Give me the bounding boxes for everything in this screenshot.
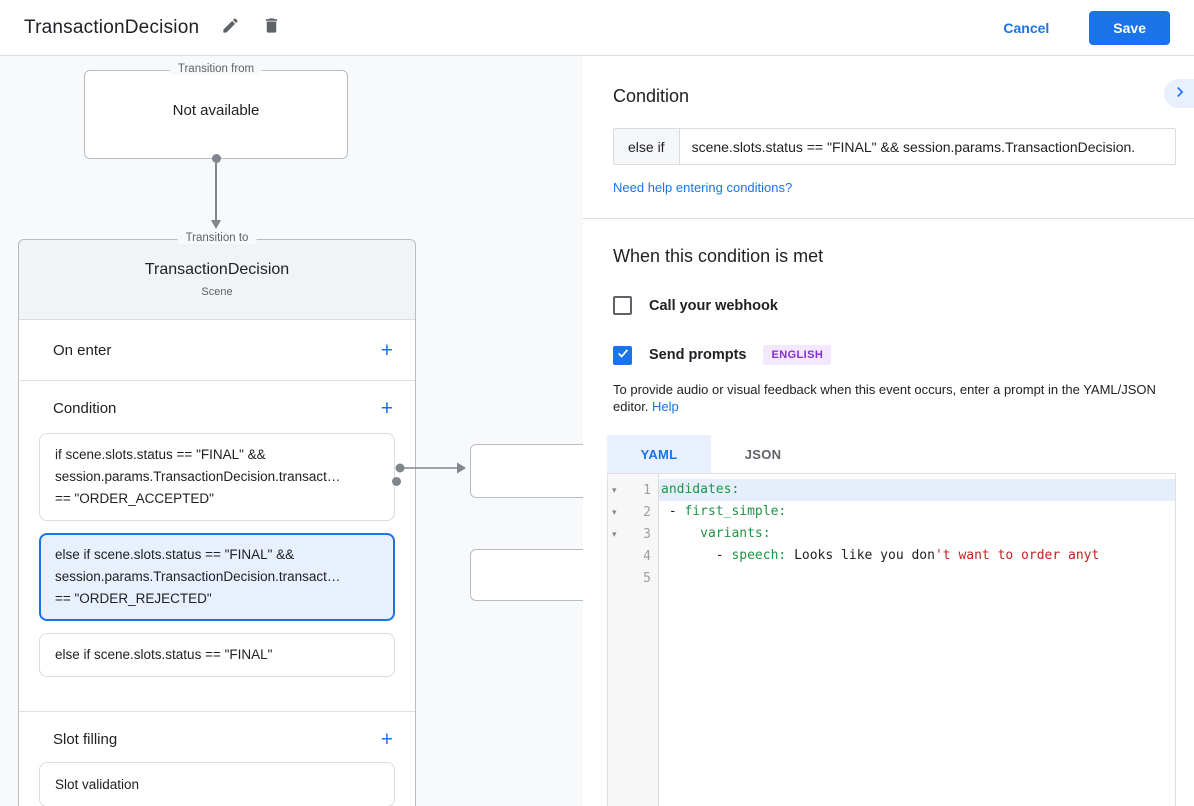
cancel-button[interactable]: Cancel — [987, 12, 1065, 44]
code-line[interactable] — [659, 567, 1175, 589]
code-line[interactable]: variants: — [700, 526, 771, 541]
transition-from-value: Not available — [172, 102, 260, 119]
scene-name: TransactionDecision — [144, 261, 290, 278]
transition-arrow-head — [211, 220, 221, 229]
slot-filling-section: Slot filling + Slot validation — [19, 711, 415, 806]
fold-icon[interactable]: ▾ — [612, 528, 617, 539]
code-line[interactable]: - first_simple: — [661, 504, 787, 519]
transition-from-box: Transition from Not available — [84, 63, 348, 163]
slot-filling-label: Slot filling — [53, 731, 118, 748]
condition-section: Condition + if scene.slots.status == "FI… — [19, 380, 415, 711]
collapse-panel-button[interactable] — [1164, 79, 1194, 108]
fold-icon[interactable]: ▾ — [612, 506, 617, 517]
call-webhook-checkbox[interactable] — [613, 296, 632, 315]
transition-target-box[interactable] — [470, 549, 583, 601]
app-header: TransactionDecision Cancel Save — [0, 0, 1194, 56]
transition-arrow — [215, 163, 217, 221]
trash-icon — [262, 16, 281, 40]
delete-scene-button[interactable] — [262, 16, 281, 40]
condition-section-label: Condition — [53, 400, 117, 417]
tab-json[interactable]: JSON — [744, 446, 782, 462]
editor-gutter: ▾1 ▾2 ▾3 4 5 — [608, 474, 659, 806]
add-on-enter-button[interactable]: + — [380, 338, 393, 362]
condition-expression-input[interactable] — [679, 129, 1175, 164]
panel-divider — [583, 218, 1194, 219]
transition-target-box[interactable] — [470, 444, 583, 498]
pencil-icon — [221, 16, 240, 40]
code-line[interactable]: andidates: — [659, 479, 1175, 501]
call-webhook-label: Call your webhook — [649, 297, 778, 314]
condition-card-accepted[interactable]: if scene.slots.status == "FINAL" && sess… — [39, 433, 395, 521]
webhook-row: Call your webhook — [613, 296, 1176, 315]
scene-card: Transition to TransactionDecision Scene … — [18, 232, 416, 806]
prompt-description: To provide audio or visual feedback when… — [613, 382, 1156, 414]
editor-tabs: YAML JSON — [607, 435, 1176, 473]
scene-card-header[interactable]: TransactionDecision Scene — [19, 240, 415, 320]
condition-card-final[interactable]: else if scene.slots.status == "FINAL" — [39, 633, 395, 677]
code-area[interactable]: andidates: - first_simple: variants: - s… — [659, 474, 1175, 806]
on-enter-label: On enter — [53, 341, 112, 359]
condition-prefix-label: else if — [614, 129, 680, 164]
send-prompts-label: Send prompts — [649, 347, 747, 363]
condition-editor-panel: Condition else if Need help entering con… — [583, 56, 1194, 806]
condition-input-group: else if — [613, 128, 1176, 165]
condition-help-link[interactable]: Need help entering conditions? — [613, 180, 793, 195]
page-title: TransactionDecision — [24, 16, 200, 38]
save-button[interactable]: Save — [1089, 10, 1170, 45]
add-slot-button[interactable]: + — [380, 728, 393, 751]
yaml-code-editor[interactable]: ▾1 ▾2 ▾3 4 5 andidates: - first_simple: … — [607, 473, 1176, 806]
code-line[interactable]: - speech: Looks like you don't want to o… — [661, 548, 1100, 563]
tab-yaml[interactable]: YAML — [607, 435, 711, 473]
scene-type-label: Scene — [201, 286, 233, 298]
transition-from-legend: Transition from — [169, 63, 263, 75]
transition-to-legend: Transition to — [177, 232, 257, 244]
slot-validation-card[interactable]: Slot validation — [39, 762, 395, 806]
checkmark-icon — [616, 346, 630, 365]
condition-heading: Condition — [613, 86, 690, 106]
condition-card-rejected[interactable]: else if scene.slots.status == "FINAL" &&… — [39, 533, 395, 621]
send-prompts-row: Send prompts ENGLISH — [613, 345, 1176, 365]
scene-flow-canvas: Transition from Not available Transition… — [0, 56, 583, 806]
send-prompts-checkbox[interactable] — [613, 345, 632, 365]
chevron-right-icon — [1170, 82, 1190, 105]
edit-scene-button[interactable] — [221, 16, 240, 40]
add-condition-button[interactable]: + — [380, 397, 393, 420]
on-enter-row[interactable]: On enter + — [19, 320, 415, 380]
language-badge: ENGLISH — [763, 345, 832, 365]
help-link[interactable]: Help — [652, 399, 679, 414]
when-condition-heading: When this condition is met — [613, 246, 824, 266]
connector-dot — [391, 477, 401, 486]
fold-icon[interactable]: ▾ — [612, 484, 617, 495]
connector-dot — [211, 154, 221, 163]
